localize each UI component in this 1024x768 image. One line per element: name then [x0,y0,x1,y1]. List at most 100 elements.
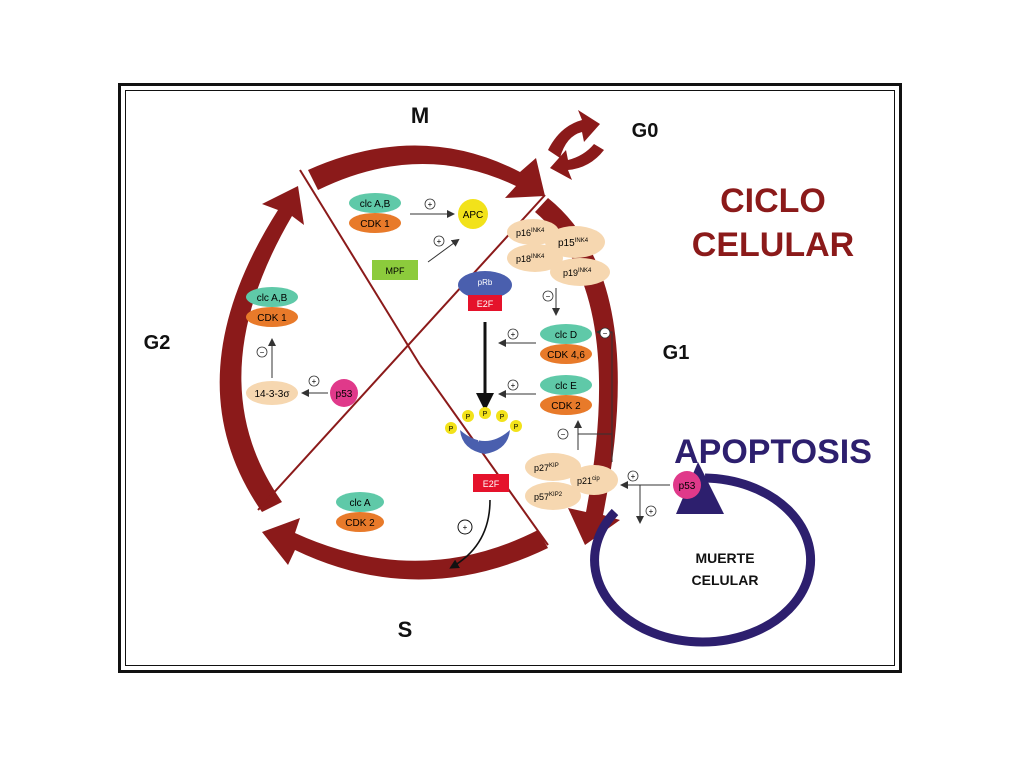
phase-g1-label: G1 [663,342,690,364]
svg-text:p15INK4: p15INK4 [558,238,589,249]
e2f-plus-text: + [463,523,468,532]
svg-text:p21cip: p21cip [577,476,600,486]
cyclin-d [540,324,592,344]
g2-phase-arrow [219,186,304,512]
phosphate-groups: P P P P P [445,407,522,434]
prb-node [458,271,512,299]
apc-node [458,199,488,229]
mpf-node [372,260,418,280]
g2-cdk-label: CDK 1 [257,313,287,324]
protein-14-3-3-label: 14-3-3σ [254,389,290,400]
title-ciclo: CICLO [720,182,826,220]
ink4-inhibitors: p16INK4 p15INK4 p18INK4 p19INK4 [507,219,610,286]
g1-p53-node [673,471,701,499]
svg-text:p27KIP: p27KIP [534,463,559,473]
phase-g0-label: G0 [632,120,659,142]
g2-cyclin-label: clc A,B [257,293,288,304]
s-cyclin-label: clc A [349,498,370,509]
m-cdk [349,213,401,233]
phase-m-label: M [411,103,429,128]
s-cdk-label: CDK 2 [345,518,375,529]
kip-cyce-minus-text: − [561,430,566,439]
apoptosis-arrow [590,473,816,647]
s-phase-arrow [262,518,548,580]
p53-p21-plus-text: + [631,472,636,481]
e2f-free [473,474,509,492]
p53-down-plus-sign [645,505,657,517]
svg-text:p57KIP2: p57KIP2 [534,492,563,502]
cyce-plus-text: + [511,381,516,390]
g1-p53-label: p53 [679,481,696,492]
cyclin-d-label: clc D [555,330,577,341]
g2-p53-label: p53 [336,389,353,400]
kip-cyce-minus-sign [557,428,569,440]
mpf-plus-text: + [437,237,442,246]
prb-label: pRb [478,278,493,287]
phospho-prb-node [460,430,510,454]
g2-cdk [246,307,298,327]
e2f-bound-label: E2F [477,299,494,309]
title-celular: CELULAR [692,226,854,264]
svg-text:P: P [514,424,519,431]
phospho-prb-label: pRb [478,433,493,442]
cycle-arrows [219,110,620,580]
g0-in-arrow [550,144,604,180]
s-cyclin [336,492,384,512]
apc-label: APC [463,210,484,221]
phase-g2-label: G2 [144,332,171,354]
g2-p53-node [330,379,358,407]
protein-14-3-3 [246,381,298,405]
cycd-plus-text: + [511,330,516,339]
kip-cycd-minus-sign [599,327,611,339]
kip-cycd-minus-text: − [603,329,608,338]
e2f-bound [468,295,502,311]
e2f-free-label: E2F [483,479,500,489]
muerte-label: MUERTE [695,550,754,566]
m-phase-arrow [308,145,545,198]
mpf-to-apc-arrow [427,238,460,263]
cdk-4-6 [540,344,592,364]
outer-frame [118,83,902,673]
mpf-plus-sign [433,235,445,247]
cycd-plus-sign [507,328,519,340]
kip-cip-inhibitors: p27KIP p21cip p57KIP2 [525,453,618,510]
divider-s-g1 [419,364,549,546]
svg-text:p18INK4: p18INK4 [516,254,545,264]
divider-g2-g1 [257,194,546,511]
cyce-plus-sign [507,379,519,391]
title-apoptosis: APOPTOSIS [674,433,872,471]
g2-cyclin [246,287,298,307]
svg-text:p19INK4: p19INK4 [563,268,592,278]
ink4-minus-sign [542,290,554,302]
m-cyclin-label: clc A,B [360,199,391,210]
celular-label: CELULAR [692,572,759,588]
cyclin-e-label: clc E [555,381,577,392]
cdk-2 [540,395,592,415]
svg-text:P: P [466,414,471,421]
e2f-to-s-arrow [449,499,491,569]
phase-s-label: S [398,617,413,642]
g1-phase-arrow [535,198,620,545]
m-plus-text: + [428,200,433,209]
inner-frame [125,90,895,666]
m-cyclin [349,193,401,213]
m-cdk-label: CDK 1 [360,219,390,230]
p53-down-plus-text: + [649,507,654,516]
svg-text:p16INK4: p16INK4 [516,228,545,238]
svg-text:P: P [500,414,505,421]
cyclin-e [540,375,592,395]
ink4-minus-text: − [546,292,551,301]
g0-out-arrow [548,110,600,158]
divider-m-g2 [299,169,421,366]
cdk-2-label: CDK 2 [551,401,581,412]
p53-p21-plus-sign [627,470,639,482]
g2-minus-sign [256,346,268,358]
g2-plus-text: + [312,377,317,386]
svg-text:P: P [449,426,454,433]
svg-text:P: P [483,411,488,418]
e2f-plus-sign [457,519,473,535]
s-cdk [336,512,384,532]
g2-minus-text: − [260,348,265,357]
g2-plus-sign [308,375,320,387]
